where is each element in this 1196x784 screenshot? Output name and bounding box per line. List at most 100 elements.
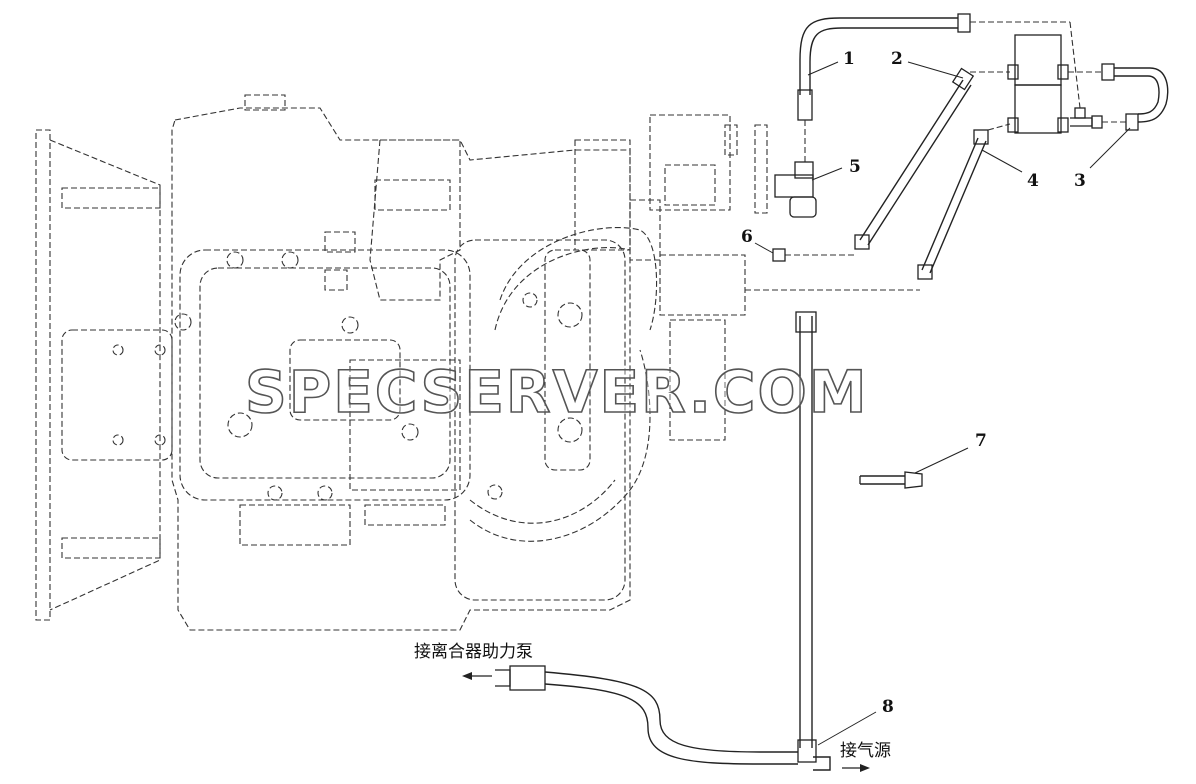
housing-rib-lower <box>61 537 161 559</box>
side-cover-inner <box>199 267 451 479</box>
relay-valve-lower <box>1014 84 1062 134</box>
bolt <box>112 434 124 446</box>
callout-6: 6 <box>741 227 753 247</box>
callout-8: 8 <box>882 697 894 717</box>
valve-port <box>1007 117 1019 133</box>
bolt <box>557 417 583 443</box>
bolt <box>281 251 299 269</box>
connector-7-tip <box>859 471 923 489</box>
bolt <box>154 344 166 356</box>
valve-body-upper <box>649 114 731 211</box>
leader-7 <box>914 447 969 474</box>
shift-housing <box>349 359 461 491</box>
valve-cap <box>724 124 738 156</box>
leader-8 <box>817 711 877 746</box>
pipe-1-nut <box>957 13 971 33</box>
pipe-2-wall-a <box>859 79 964 241</box>
callout-5: 5 <box>849 157 861 177</box>
leader-2 <box>907 61 964 79</box>
bolt <box>341 316 359 334</box>
control-housing <box>289 339 401 421</box>
clutch-pipe-inner <box>544 683 798 765</box>
relay-valve-upper <box>1014 34 1062 86</box>
air-source-label: 接气源 <box>840 741 891 761</box>
tee-top <box>1074 107 1086 119</box>
tee-fitting <box>797 739 817 763</box>
fitting-5-bottom <box>789 196 817 218</box>
oil-pan-lip <box>364 504 446 526</box>
clutch-pump-label: 接离合器助力泵 <box>414 642 533 662</box>
gear-shaft <box>227 412 253 438</box>
pipe-3-inner <box>1114 75 1160 115</box>
top-cap <box>244 94 286 111</box>
oil-return-line <box>469 349 651 542</box>
leader-5 <box>811 167 843 181</box>
pipe-4-wall-a <box>921 137 979 271</box>
valve-block <box>324 269 348 291</box>
rear-top-housing <box>574 139 631 251</box>
clutch-pipe-outer <box>544 671 798 753</box>
transmission-assembly <box>35 94 768 631</box>
pipe-4-nut <box>973 129 989 145</box>
valve-port <box>1007 64 1019 80</box>
callout-7: 7 <box>975 431 987 451</box>
pipe-4-lower-nut <box>917 264 933 280</box>
rear-housing <box>454 239 626 601</box>
pipe-1-outer <box>799 17 958 95</box>
callout-3: 3 <box>1074 171 1086 191</box>
bolt <box>317 485 333 501</box>
shift-tower <box>369 139 461 301</box>
arrow-left-icon <box>462 672 492 680</box>
bell-housing-flange <box>35 129 51 621</box>
leader-3 <box>1089 127 1131 169</box>
oil-cooler-line-inner <box>494 247 631 331</box>
valve-flange <box>754 124 768 214</box>
connection <box>987 123 1011 131</box>
bolt <box>226 251 244 269</box>
pipe-3-nut <box>1101 63 1115 81</box>
bolt <box>154 434 166 446</box>
leader-6 <box>754 242 774 254</box>
pipe-1-inner <box>809 27 958 95</box>
fitting-5-top <box>794 161 814 179</box>
valve-body-lower <box>659 254 746 316</box>
watermark-text: SPECSERVER.COM <box>245 358 868 426</box>
valve-block <box>324 231 356 253</box>
callout-4: 4 <box>1027 171 1039 191</box>
air-piping <box>495 13 1169 771</box>
clutch-pipe-nut <box>509 665 546 691</box>
pipe-4-wall-b <box>929 140 987 274</box>
pipe-2-lower-nut <box>854 234 870 250</box>
bolt <box>267 485 283 501</box>
oil-pan <box>239 504 351 546</box>
bolt <box>522 292 538 308</box>
callout-1: 1 <box>843 49 855 69</box>
shift-tower-band <box>374 179 451 211</box>
gearbox-main-case <box>171 107 631 631</box>
oil-return-line-inner <box>469 479 616 524</box>
bolt <box>401 423 419 441</box>
valve-port <box>1057 117 1069 133</box>
callout-2: 2 <box>891 49 903 69</box>
cooler-tube <box>544 249 591 471</box>
leader-1 <box>807 61 839 76</box>
valve-port <box>1057 64 1069 80</box>
tee-nut <box>1091 115 1103 129</box>
oil-cooler-line <box>499 227 658 331</box>
tee-connector <box>1070 117 1093 127</box>
clutch-pipe-connector <box>495 669 511 687</box>
valve-stack <box>669 319 726 441</box>
housing-rib-upper <box>61 187 161 209</box>
arrow-right-icon <box>842 764 870 772</box>
pto-cover <box>61 329 173 461</box>
connection <box>1069 21 1081 109</box>
bolt <box>174 313 192 331</box>
pipe-nut <box>795 311 817 333</box>
pipe-3-outer <box>1114 67 1169 123</box>
air-source-outlet <box>813 756 831 771</box>
valve-link <box>629 199 661 261</box>
leader-4 <box>981 149 1023 173</box>
bolt <box>557 302 583 328</box>
